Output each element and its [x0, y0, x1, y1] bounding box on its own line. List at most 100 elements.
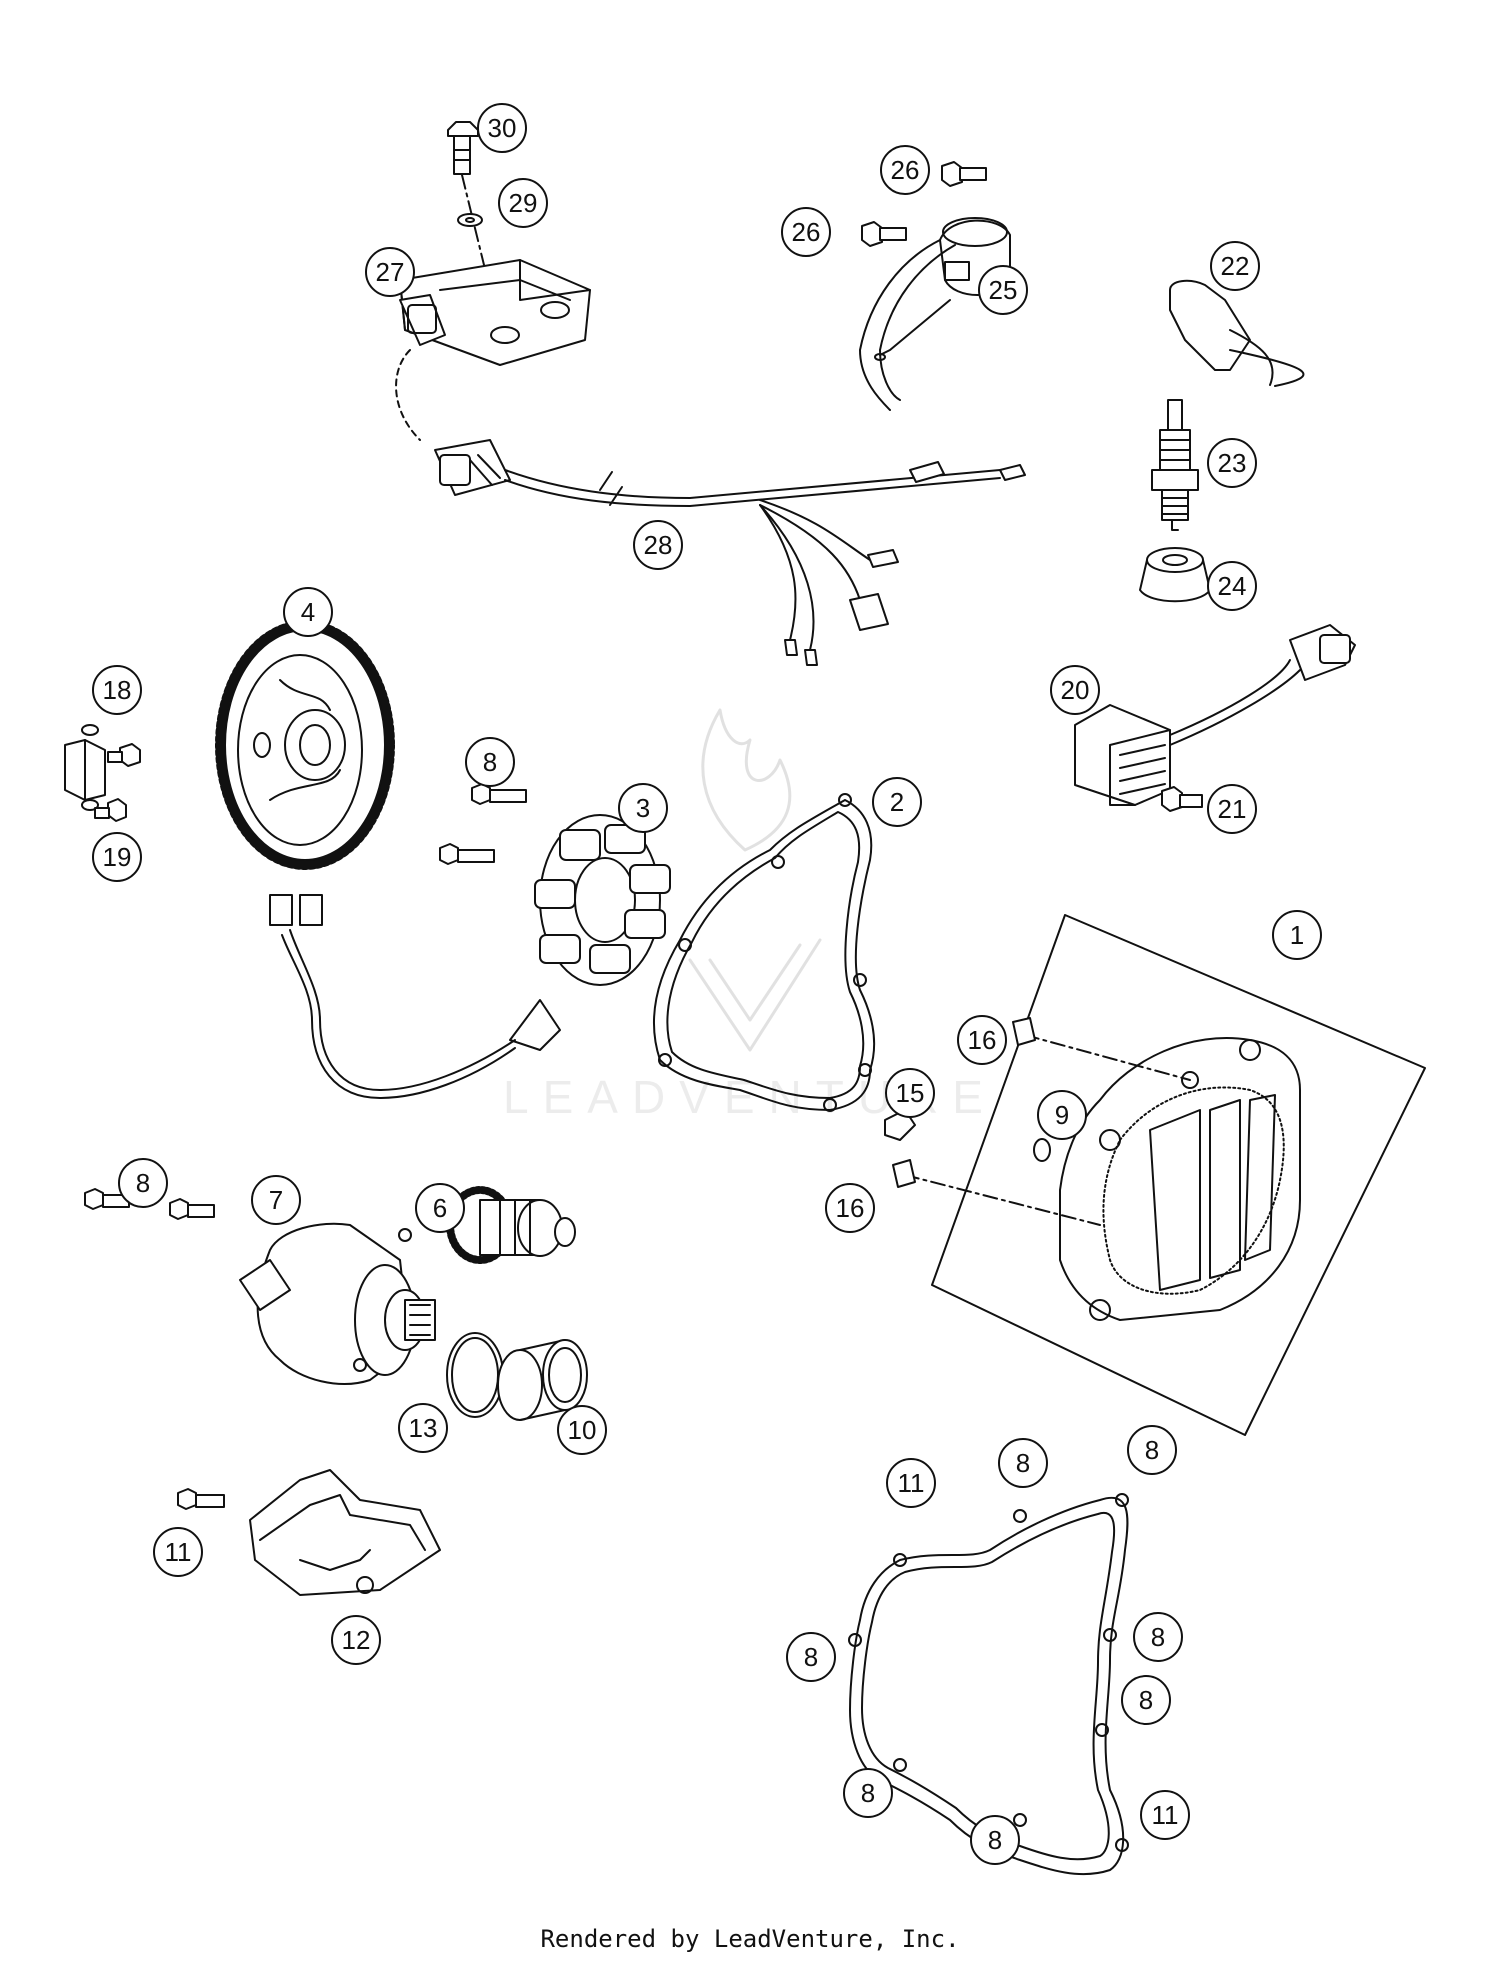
callout-circle	[633, 520, 683, 570]
callout-circle	[283, 587, 333, 637]
wiring-harness-part-28	[395, 349, 1026, 666]
callout-number: 8	[988, 1825, 1002, 1855]
plug-seal-part-24	[1139, 547, 1211, 603]
callout-circle	[1272, 910, 1322, 960]
screws-part-8-starter	[84, 1188, 215, 1220]
callout-number: 8	[1139, 1685, 1153, 1715]
gasket-part-2	[653, 793, 876, 1112]
callout-circle	[92, 832, 142, 882]
callout-c20: 20	[1050, 665, 1100, 715]
starter-gear-part-6	[446, 1186, 576, 1264]
callout-circle	[365, 247, 415, 297]
callout-number: 26	[891, 155, 920, 185]
callout-c22: 22	[1210, 241, 1260, 291]
callout-c24: 24	[1207, 561, 1257, 611]
bolt-part-26-upper	[941, 161, 987, 187]
callout-number: 27	[376, 257, 405, 287]
callout-number: 10	[568, 1415, 597, 1445]
callout-number: 16	[968, 1025, 997, 1055]
spark-plug-cap-part-22	[1169, 279, 1305, 387]
cover-assembly-box-part-1	[931, 914, 1426, 1436]
spark-plug-part-23	[1151, 399, 1199, 531]
callout-c1: 1	[1272, 910, 1322, 960]
callout-c30: 30	[477, 103, 527, 153]
regulator-part-20	[1074, 624, 1356, 806]
callout-circle	[331, 1615, 381, 1665]
callout-c2: 2	[872, 777, 922, 827]
callout-number: 8	[1016, 1448, 1030, 1478]
callout-c8b: 8	[118, 1158, 168, 1208]
ignition-coil-part-25	[859, 217, 1011, 411]
callout-number: 11	[1152, 1800, 1179, 1830]
callout-circle	[465, 737, 515, 787]
callout-c8e: 8	[1133, 1612, 1183, 1662]
bolt-part-30	[447, 121, 479, 175]
watermark-logo	[688, 708, 822, 1052]
callout-circle	[398, 1403, 448, 1453]
callout-c11a: 11	[153, 1527, 203, 1577]
callout-c19: 19	[92, 832, 142, 882]
callout-number: 13	[409, 1413, 438, 1443]
callout-circle	[1127, 1425, 1177, 1475]
callout-c6: 6	[415, 1183, 465, 1233]
callout-circle	[970, 1815, 1020, 1865]
callout-number: 3	[636, 793, 650, 823]
callout-circle	[618, 783, 668, 833]
callout-circle	[118, 1158, 168, 1208]
callout-c8a: 8	[465, 737, 515, 787]
callout-number: 18	[103, 675, 132, 705]
callout-number: 30	[488, 113, 517, 143]
callout-number: 26	[792, 217, 821, 247]
callout-number: 11	[898, 1468, 925, 1498]
callout-number: 20	[1061, 675, 1090, 705]
callout-c4: 4	[283, 587, 333, 637]
callout-c18: 18	[92, 665, 142, 715]
callout-number: 8	[861, 1778, 875, 1808]
callout-number: 7	[269, 1185, 283, 1215]
callout-c13: 13	[398, 1403, 448, 1453]
bolt-part-21	[1161, 786, 1203, 812]
callout-number: 6	[433, 1193, 447, 1223]
callout-number: 23	[1218, 448, 1247, 478]
bolt-part-26-lower	[861, 221, 907, 247]
callout-number: 24	[1218, 571, 1247, 601]
callout-circle	[957, 1015, 1007, 1065]
callout-number: 8	[136, 1168, 150, 1198]
callout-c12: 12	[331, 1615, 381, 1665]
callout-c8c: 8	[998, 1438, 1048, 1488]
leader-16-lower	[904, 1174, 1101, 1226]
callout-circle	[825, 1183, 875, 1233]
bolt-part-11-guard	[177, 1488, 225, 1510]
washer-part-29	[457, 213, 483, 227]
callout-c8i: 8	[970, 1815, 1020, 1865]
oring-part-9	[1033, 1138, 1051, 1162]
callout-circle	[415, 1183, 465, 1233]
callout-circle	[557, 1405, 607, 1455]
leader-16-upper	[1024, 1034, 1191, 1081]
callout-circle	[786, 1632, 836, 1682]
callout-c11c: 11	[1140, 1790, 1190, 1840]
callout-circle	[880, 145, 930, 195]
callout-c28: 28	[633, 520, 683, 570]
callout-c8g: 8	[1121, 1675, 1171, 1725]
callout-circle	[1210, 241, 1260, 291]
callout-c29: 29	[498, 178, 548, 228]
callout-circle	[872, 777, 922, 827]
callout-number: 29	[509, 188, 538, 218]
ignition-cover-part-1	[1059, 1037, 1301, 1321]
bolt-part-19	[94, 798, 127, 822]
oring-part-13	[446, 1332, 504, 1418]
callout-number: 28	[644, 530, 673, 560]
callout-circle	[1037, 1090, 1087, 1140]
callout-number: 9	[1055, 1100, 1069, 1130]
callout-c26a: 26	[880, 145, 930, 195]
callout-circle	[998, 1438, 1048, 1488]
callout-circle	[1207, 438, 1257, 488]
cover-gasket-lower	[848, 1493, 1129, 1876]
callout-c26b: 26	[781, 207, 831, 257]
callout-c16b: 16	[825, 1183, 875, 1233]
callout-c11b: 11	[886, 1458, 936, 1508]
callout-circle	[1140, 1790, 1190, 1840]
